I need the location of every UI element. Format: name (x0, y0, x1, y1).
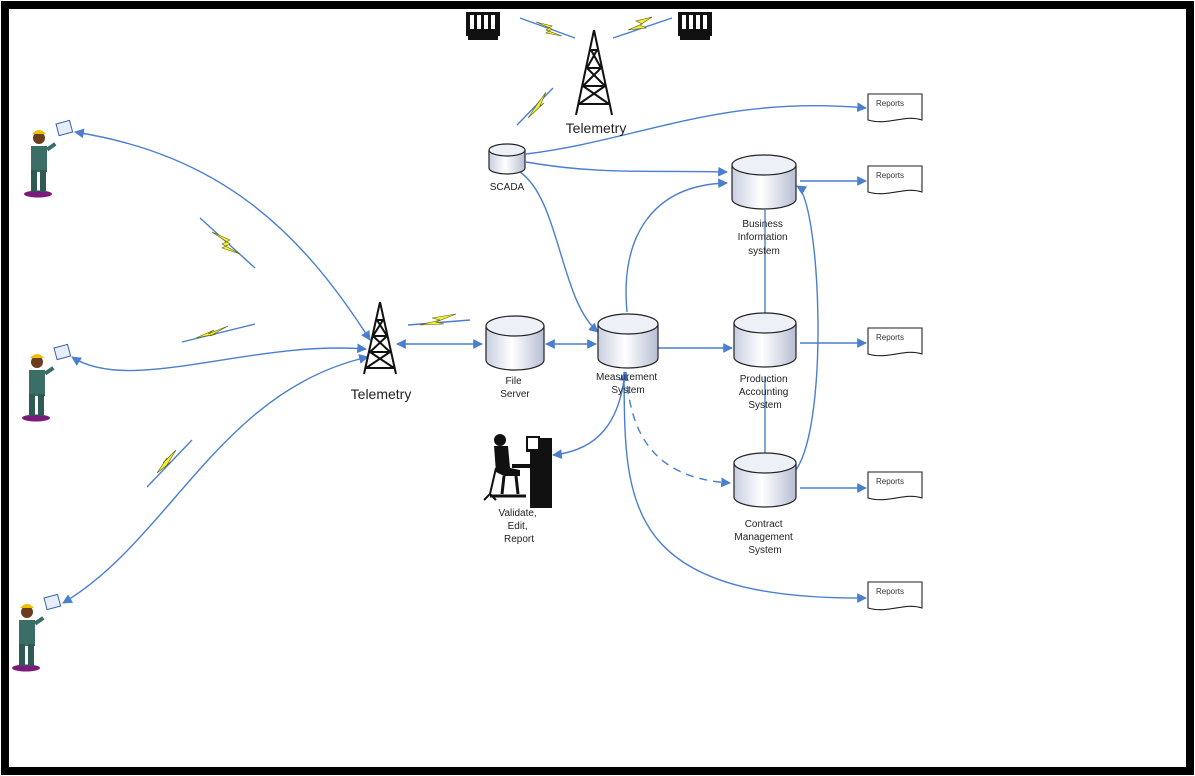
link-measurement-reports5 (623, 371, 867, 603)
measurement-system-database-icon (597, 313, 659, 369)
measurement-system-label: Measurement System (596, 372, 660, 396)
link-radio-left (519, 17, 576, 39)
telemetry-tower-top (575, 29, 613, 116)
svg-text:Reports: Reports (876, 171, 904, 180)
contract-management-database-icon (733, 452, 797, 508)
link-scada-business (525, 161, 728, 177)
file-server-database-icon (485, 315, 545, 371)
link-worker3-telemetry (62, 354, 369, 604)
lightning-icon (195, 325, 229, 339)
link-radio-worker2 (181, 323, 256, 343)
link-contract-business (795, 185, 819, 471)
link-measurement-business (625, 178, 728, 313)
lightning-bolts (156, 16, 653, 474)
field-worker-1 (24, 119, 74, 198)
report-document-3: Reports (867, 327, 923, 357)
rtu-device-right (678, 12, 712, 40)
link-measurement-contract (625, 371, 731, 488)
telemetry-left-label: Telemetry (351, 386, 412, 402)
report-document-5: Reports (867, 581, 923, 611)
lightning-icon (627, 16, 653, 31)
connectors (62, 17, 867, 604)
link-measurement-operator (552, 371, 629, 459)
operator-workstation-icon (483, 434, 552, 508)
link-worker2-telemetry (71, 343, 367, 372)
report-document-4: Reports (867, 471, 923, 501)
production-accounting-label: Production Accounting System (739, 374, 791, 411)
rtu-device-left (466, 12, 500, 40)
svg-text:Reports: Reports (876, 99, 904, 108)
link-scada-reports1 (525, 102, 867, 155)
lightning-icon (535, 21, 563, 37)
report-document-1: Reports (867, 93, 923, 123)
lightning-icon (419, 313, 457, 326)
lightning-icon (156, 449, 177, 474)
link-worker1-telemetry (74, 128, 371, 341)
scada-label: SCADA (490, 182, 525, 193)
telemetry-top-label: Telemetry (566, 120, 627, 136)
telemetry-tower-left (363, 301, 397, 375)
svg-text:Reports: Reports (876, 587, 904, 596)
operator-label: Validate, Edit, Report (499, 508, 540, 545)
svg-text:Reports: Reports (876, 477, 904, 486)
svg-text:Reports: Reports (876, 333, 904, 342)
production-accounting-database-icon (733, 312, 797, 368)
scada-database-icon (488, 143, 526, 175)
lightning-icon (527, 91, 547, 119)
lightning-icon (211, 231, 241, 255)
field-worker-2 (22, 343, 72, 422)
link-scada-measurement (519, 171, 599, 333)
field-worker-3 (12, 593, 62, 672)
business-information-database-icon (731, 154, 797, 210)
business-information-label: Business Information system (738, 219, 791, 257)
link-radio-scada (516, 87, 554, 126)
file-server-label: File Server (500, 376, 530, 400)
report-document-2: Reports (867, 165, 923, 195)
contract-management-label: Contract Management System (734, 519, 795, 556)
